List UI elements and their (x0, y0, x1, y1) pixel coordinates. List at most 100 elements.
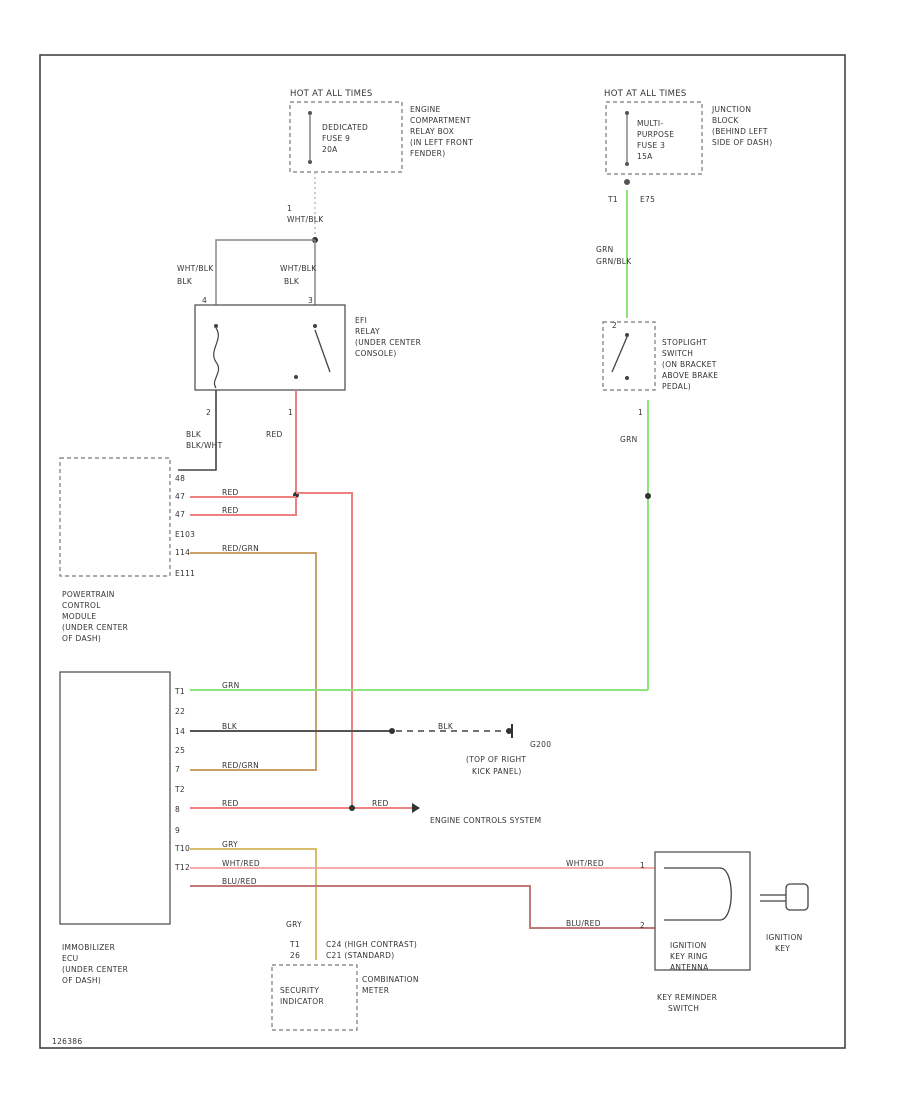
immo-pin-10: T12 (174, 863, 190, 872)
stoplight-label-1: STOPLIGHT (662, 338, 707, 347)
relay-pin-4: 4 (202, 296, 207, 305)
pcm: 48 47 47 E103 114 E111 POWERTRAIN CONTRO… (59, 457, 195, 643)
wire-label-gry-meter: GRY (286, 920, 302, 929)
wire-label-blk-l: BLK (177, 277, 193, 286)
wire-label-grn: GRN (596, 245, 614, 254)
meter-pin-note-2: C21 (STANDARD) (326, 951, 394, 960)
fuse-left-out-pin: 1 (287, 204, 292, 213)
wire-label-blk-wht: BLK/WHT (186, 441, 223, 450)
immo-pin-5: 7 (175, 765, 180, 774)
ignition-key-label-1: IGNITION (766, 933, 803, 942)
stoplight-label-2: SWITCH (662, 349, 693, 358)
engine-controls-label: ENGINE CONTROLS SYSTEM (430, 816, 541, 825)
relay-switch-contact (294, 375, 298, 379)
pcm-label-4: (UNDER CENTER (62, 623, 128, 632)
relay-pin-1: 1 (288, 408, 293, 417)
wire-label-wht-blk-top: WHT/BLK (287, 215, 324, 224)
junction-line-2: BLOCK (712, 116, 739, 125)
wire-label-grn-blk: GRN/BLK (596, 257, 632, 266)
pcm-conn-1: E103 (175, 530, 195, 539)
pcm-outline (59, 457, 171, 577)
ignition-key: IGNITION KEY (760, 883, 809, 953)
relay-box-line-4: (IN LEFT FRONT (410, 138, 473, 147)
wire-wht-blk-left (215, 239, 315, 305)
fuse-right-conn: E75 (640, 195, 655, 204)
ground-note-1: (TOP OF RIGHT (466, 755, 526, 764)
wire-red-grn (190, 552, 317, 771)
wire-label-blk-r: BLK (284, 277, 300, 286)
meter-pin-1: T1 (289, 940, 300, 949)
splice-grn (645, 493, 651, 499)
wire-label-wht-red-immo: WHT/RED (222, 859, 260, 868)
diagram-frame (39, 54, 846, 1049)
wire-label-wht-blk-r1: WHT/BLK (280, 264, 317, 273)
combination-meter-outline (271, 964, 358, 1031)
pcm-label-2: CONTROL (62, 601, 101, 610)
combination-meter-label-2: METER (362, 986, 389, 995)
immo-pin-3: 14 (175, 727, 185, 736)
relay-box-line-1: ENGINE (410, 105, 441, 114)
efi-relay: 4 3 EFI RELAY (UNDER CENTER CONSOLE) (194, 296, 421, 391)
security-indicator-1: SECURITY (280, 986, 319, 995)
pcm-pin-1: 48 (175, 474, 185, 483)
immo-pin-6: T2 (174, 785, 185, 794)
wire-label-blk-ground: BLK (438, 722, 454, 731)
antenna-label-1: IGNITION (670, 941, 707, 950)
relay-label-4: CONSOLE) (355, 349, 397, 358)
ground-node (506, 728, 512, 734)
combination-meter: T1 26 C24 (HIGH CONTRAST) C21 (STANDARD)… (271, 940, 419, 1031)
wire-label-red-relay: RED (266, 430, 283, 439)
immo-pin-8: 9 (175, 826, 180, 835)
fuse-right-node-top (625, 111, 629, 115)
pcm-conn-2: E111 (175, 569, 195, 578)
immo-pin-7: 8 (175, 805, 180, 814)
pcm-pin-4: 114 (175, 548, 190, 557)
fuse-left-header: HOT AT ALL TIMES (290, 89, 373, 99)
immo-pin-2: 22 (175, 707, 185, 716)
stoplight-node-top (625, 333, 629, 337)
relay-switch-top-node (313, 324, 317, 328)
immobilizer-ecu: T1 22 14 25 7 T2 8 9 T10 T12 IMMOBILIZER… (59, 671, 190, 985)
stoplight-label-5: PEDAL) (662, 382, 691, 391)
fuse-left-node-top (308, 111, 312, 115)
key-pin-2: 2 (640, 921, 645, 930)
antenna-label-3: ANTENNA (670, 963, 709, 972)
stoplight-pin-1: 1 (638, 408, 643, 417)
antenna-label-2: KEY RING (670, 952, 708, 961)
combination-meter-label-1: COMBINATION (362, 975, 419, 984)
wire-label-red-grn-pcm: RED/GRN (222, 544, 259, 553)
stoplight-pin-2: 2 (612, 321, 617, 330)
wire-label-wht-red-key: WHT/RED (566, 859, 604, 868)
pcm-pin-2: 47 (175, 492, 185, 501)
pcm-label-3: MODULE (62, 612, 96, 621)
pcm-pin-3: 47 (175, 510, 185, 519)
junction-line-3: (BEHIND LEFT (712, 127, 768, 136)
wire-gry (190, 848, 317, 960)
splice-red-engine (349, 805, 355, 811)
pcm-label-5: OF DASH) (62, 634, 101, 643)
wire-label-blk: BLK (186, 430, 202, 439)
fuse-right-header: HOT AT ALL TIMES (604, 89, 687, 99)
fuse-right-node-bottom (625, 162, 629, 166)
wire-red-main (296, 492, 353, 808)
fuse-right-line-2: PURPOSE (637, 130, 674, 139)
wire-label-blu-red-key: BLU/RED (566, 919, 601, 928)
ground-name: G200 (530, 740, 551, 749)
relay-box-line-5: FENDER) (410, 149, 445, 158)
ignition-key-label-2: KEY (775, 944, 790, 953)
immo-label-3: (UNDER CENTER (62, 965, 128, 974)
relay-pin-3: 3 (308, 296, 313, 305)
stoplight-switch-outline (602, 321, 656, 391)
relay-box-line-2: COMPARTMENT (410, 116, 471, 125)
fuse-right-line-1: MULTI- (637, 119, 663, 128)
wire-label-grn-immo: GRN (222, 681, 240, 690)
arrow-engine-controls (412, 803, 420, 813)
relay-label-1: EFI (355, 316, 367, 325)
immo-label-4: OF DASH) (62, 976, 101, 985)
immo-pin-9: T10 (174, 844, 190, 853)
key-reminder-label-2: SWITCH (668, 1004, 699, 1013)
fuse-left-group: HOT AT ALL TIMES DEDICATED FUSE 9 20A EN… (289, 89, 473, 173)
efi-relay-box (194, 304, 346, 391)
junction-line-1: JUNCTION (711, 105, 751, 114)
